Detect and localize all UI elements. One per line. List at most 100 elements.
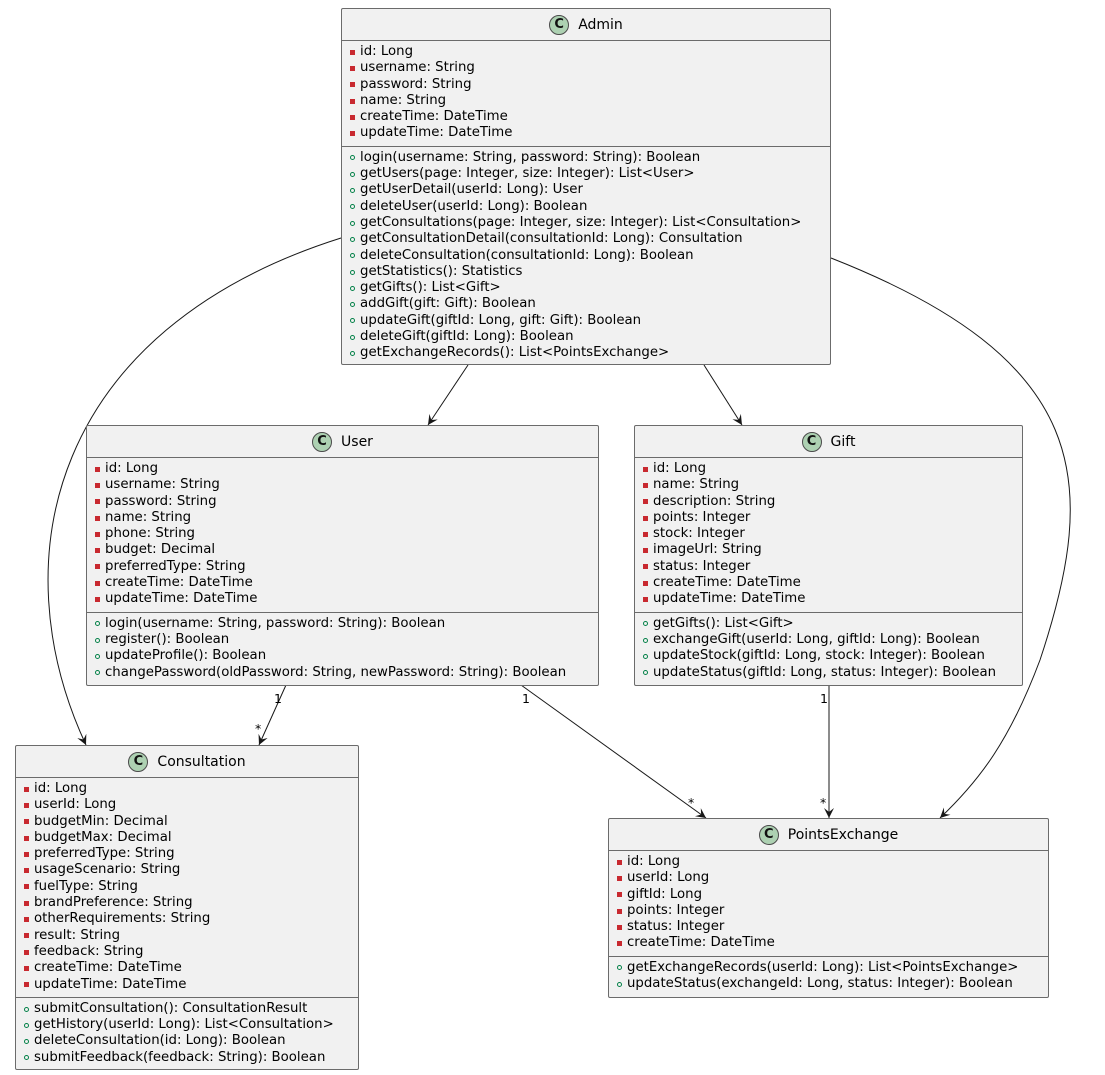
class-c-icon: C: [128, 751, 149, 772]
private-visibility-icon: [94, 580, 105, 586]
public-visibility-icon: [349, 204, 360, 210]
public-visibility-icon: [642, 670, 653, 676]
public-visibility-icon: [349, 269, 360, 275]
multiplicity-gift-pointsexchange-source: 1: [820, 691, 828, 706]
method-row: deleteUser(userId: Long): Boolean: [342, 199, 830, 215]
attribute-text: stock: Integer: [653, 526, 745, 542]
attribute-text: points: Integer: [653, 509, 751, 525]
method-row: getExchangeRecords(userId: Long): List<P…: [609, 960, 1048, 976]
attribute-row: result: String: [16, 928, 358, 944]
private-visibility-icon: [642, 580, 653, 586]
class-c-icon: C: [312, 431, 333, 452]
private-visibility-icon: [94, 466, 105, 472]
attribute-text: preferredType: String: [105, 558, 246, 574]
method-list: getExchangeRecords(userId: Long): List<P…: [609, 955, 1048, 997]
method-row: submitFeedback(feedback: String): Boolea…: [16, 1050, 358, 1066]
private-visibility-icon: [23, 851, 34, 857]
method-text: getStatistics(): Statistics: [360, 263, 523, 279]
attribute-row: preferredType: String: [16, 846, 358, 862]
attribute-text: budget: Decimal: [105, 542, 216, 558]
edge-admin-consultation: [47, 237, 342, 746]
private-visibility-icon: [349, 65, 360, 71]
method-list: login(username: String, password: String…: [87, 611, 598, 685]
method-row: submitConsultation(): ConsultationResult: [16, 1001, 358, 1017]
attribute-text: password: String: [105, 493, 217, 509]
public-visibility-icon: [642, 637, 653, 643]
attribute-text: description: String: [653, 493, 776, 509]
method-row: register(): Boolean: [87, 632, 598, 648]
method-row: updateStatus(giftId: Long, status: Integ…: [635, 665, 1022, 681]
attribute-text: result: String: [34, 927, 121, 943]
method-row: deleteConsultation(consultationId: Long)…: [342, 248, 830, 264]
public-visibility-icon: [23, 1006, 34, 1012]
method-text: login(username: String, password: String…: [360, 149, 701, 165]
attribute-row: imageUrl: String: [635, 542, 1022, 558]
method-row: exchangeGift(userId: Long, giftId: Long)…: [635, 632, 1022, 648]
method-row: login(username: String, password: String…: [342, 150, 830, 166]
attribute-row: brandPreference: String: [16, 895, 358, 911]
public-visibility-icon: [23, 1039, 34, 1045]
method-row: updateGift(giftId: Long, gift: Gift): Bo…: [342, 313, 830, 329]
public-visibility-icon: [616, 981, 627, 987]
private-visibility-icon: [94, 499, 105, 505]
public-visibility-icon: [349, 236, 360, 242]
attribute-row: username: String: [342, 60, 830, 76]
public-visibility-icon: [349, 334, 360, 340]
attribute-text: updateTime: DateTime: [105, 591, 258, 607]
private-visibility-icon: [616, 859, 627, 865]
private-visibility-icon: [94, 597, 105, 603]
private-visibility-icon: [23, 900, 34, 906]
attribute-text: brandPreference: String: [34, 895, 193, 911]
private-visibility-icon: [642, 531, 653, 537]
attribute-text: username: String: [360, 60, 475, 76]
public-visibility-icon: [23, 1055, 34, 1061]
attribute-row: preferredType: String: [87, 559, 598, 575]
attribute-text: name: String: [105, 509, 192, 525]
class-header: C Consultation: [16, 746, 358, 778]
method-row: getHistory(userId: Long): List<Consultat…: [16, 1017, 358, 1033]
edge-user-consultation: [258, 684, 287, 746]
private-visibility-icon: [94, 515, 105, 521]
attribute-text: feedback: String: [34, 943, 144, 959]
attribute-row: points: Integer: [609, 903, 1048, 919]
attribute-row: points: Integer: [635, 510, 1022, 526]
attribute-row: feedback: String: [16, 944, 358, 960]
attribute-row: name: String: [342, 93, 830, 109]
attribute-text: updateTime: DateTime: [653, 591, 806, 607]
private-visibility-icon: [94, 531, 105, 537]
attribute-text: createTime: DateTime: [34, 960, 182, 976]
attribute-text: name: String: [653, 477, 740, 493]
method-list: getGifts(): List<Gift>exchangeGift(userI…: [635, 611, 1022, 685]
public-visibility-icon: [23, 1022, 34, 1028]
method-text: updateStock(giftId: Long, stock: Integer…: [653, 648, 985, 664]
method-row: getExchangeRecords(): List<PointsExchang…: [342, 345, 830, 361]
attribute-text: updateTime: DateTime: [34, 976, 187, 992]
method-text: login(username: String, password: String…: [105, 615, 446, 631]
attribute-row: description: String: [635, 494, 1022, 510]
class-name: Consultation: [157, 753, 246, 770]
private-visibility-icon: [642, 564, 653, 570]
public-visibility-icon: [349, 302, 360, 308]
private-visibility-icon: [23, 868, 34, 874]
attribute-row: phone: String: [87, 526, 598, 542]
method-text: deleteConsultation(id: Long): Boolean: [34, 1033, 286, 1049]
method-row: deleteConsultation(id: Long): Boolean: [16, 1033, 358, 1049]
private-visibility-icon: [642, 482, 653, 488]
public-visibility-icon: [349, 318, 360, 324]
public-visibility-icon: [349, 253, 360, 259]
attribute-row: createTime: DateTime: [609, 935, 1048, 951]
private-visibility-icon: [94, 548, 105, 554]
attribute-row: updateTime: DateTime: [87, 591, 598, 607]
class-c-icon: C: [549, 14, 570, 35]
private-visibility-icon: [642, 597, 653, 603]
private-visibility-icon: [616, 892, 627, 898]
method-list: login(username: String, password: String…: [342, 145, 830, 366]
private-visibility-icon: [642, 466, 653, 472]
